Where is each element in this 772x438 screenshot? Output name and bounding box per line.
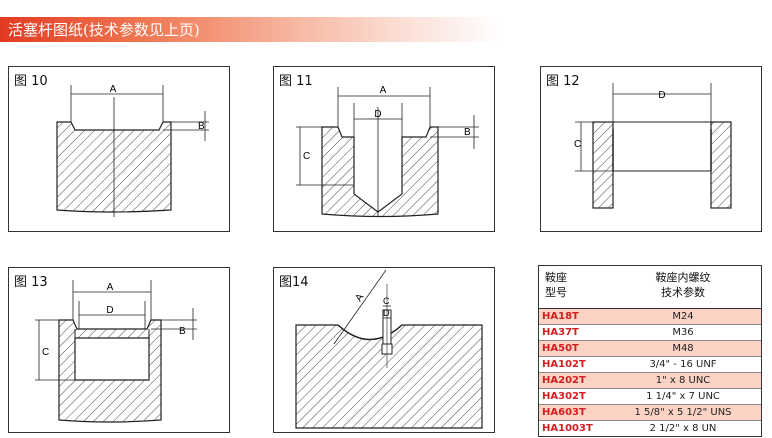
header-model-line1: 鞍座 [545, 271, 567, 284]
page-title: 活塞杆图纸(技术参数见上页) [8, 21, 200, 39]
row-spec: 2 1/2" x 8 UN [649, 423, 717, 434]
table-row: HA603T 1 5/8" x 5 1/2" UNS [539, 405, 761, 421]
row-model: HA1003T [542, 423, 593, 434]
table-row: HA302T 1 1/4" x 7 UNC [539, 389, 761, 405]
table-row: HA18T M24 [539, 309, 761, 325]
figure-label: 图 12 [546, 74, 580, 89]
figure-13-drawing: A D B C [35, 280, 197, 423]
dim-b: B [198, 121, 205, 132]
dim-b: B [179, 326, 186, 337]
nut-section-right [710, 121, 732, 209]
header-spec-line2: 技术参数 [661, 286, 705, 299]
rod-section [321, 126, 439, 218]
dim-c: C [303, 151, 310, 162]
figure-label: 图 10 [14, 74, 48, 89]
dim-a: A [110, 84, 117, 95]
dim-d: D [106, 305, 113, 316]
header-spec: 鞍座内螺纹 技术参数 [605, 266, 761, 308]
figure-11-drawing: A D B C [296, 85, 479, 218]
table-header: 鞍座 型号 鞍座内螺纹 技术参数 [539, 266, 761, 309]
dim-d: D [383, 308, 390, 318]
nut-section-left [592, 121, 614, 209]
table-row: HA102T 3/4" - 16 UNF [539, 357, 761, 373]
dim-c: C [42, 347, 49, 358]
row-model: HA37T [542, 327, 579, 338]
row-model: HA603T [542, 407, 586, 418]
dim-d: D [374, 109, 381, 120]
header-model: 鞍座 型号 [539, 266, 605, 308]
row-model: HA102T [542, 359, 586, 370]
dim-a: A [380, 85, 387, 96]
row-model: HA50T [542, 343, 579, 354]
figure-10-drawing: A B [56, 84, 209, 217]
dim-c: C [383, 296, 390, 306]
page-title-banner: 活塞杆图纸(技术参数见上页) [0, 17, 500, 42]
figure-13-panel: 图 13 A D B C [8, 267, 230, 433]
figure-label: 图 13 [14, 275, 48, 290]
row-model: HA202T [542, 375, 586, 386]
figure-11-panel: 图 11 A D B C [273, 66, 495, 232]
header-model-line2: 型号 [545, 286, 567, 299]
header-spec-line1: 鞍座内螺纹 [655, 271, 711, 284]
row-spec: 1 5/8" x 5 1/2" UNS [634, 407, 732, 418]
row-spec: 1" x 8 UNC [655, 375, 711, 386]
figure-10-panel: 图 10 A B [8, 66, 230, 232]
dim-b: B [464, 127, 471, 138]
rod-section [58, 319, 162, 423]
dim-d: D [658, 90, 665, 101]
row-model: HA18T [542, 311, 579, 322]
dim-c: C [574, 139, 581, 150]
saddle-thread-table: 鞍座 型号 鞍座内螺纹 技术参数 HA18T M24 HA37T M36 HA50T… [538, 265, 762, 437]
figure-label: 图 11 [279, 74, 313, 89]
table-row: HA1003T 2 1/2" x 8 UN [539, 421, 761, 436]
figure-12-drawing: D C [574, 83, 732, 209]
row-spec: M24 [672, 311, 694, 322]
table-row: HA37T M36 [539, 325, 761, 341]
table-row: HA202T 1" x 8 UNC [539, 373, 761, 389]
dim-a: A [353, 292, 366, 304]
figure-12-panel: 图 12 D C [540, 66, 762, 232]
figure-14-drawing: A C D [295, 269, 483, 429]
row-spec: M48 [672, 343, 694, 354]
figure-14-panel: 图14 A C D [273, 267, 495, 433]
row-spec: M36 [672, 327, 694, 338]
table-row: HA50T M48 [539, 341, 761, 357]
dim-a: A [107, 282, 114, 293]
figure-label: 图14 [279, 275, 309, 290]
row-spec: 3/4" - 16 UNF [649, 359, 717, 370]
row-spec: 1 1/4" x 7 UNC [646, 391, 720, 402]
row-model: HA302T [542, 391, 586, 402]
